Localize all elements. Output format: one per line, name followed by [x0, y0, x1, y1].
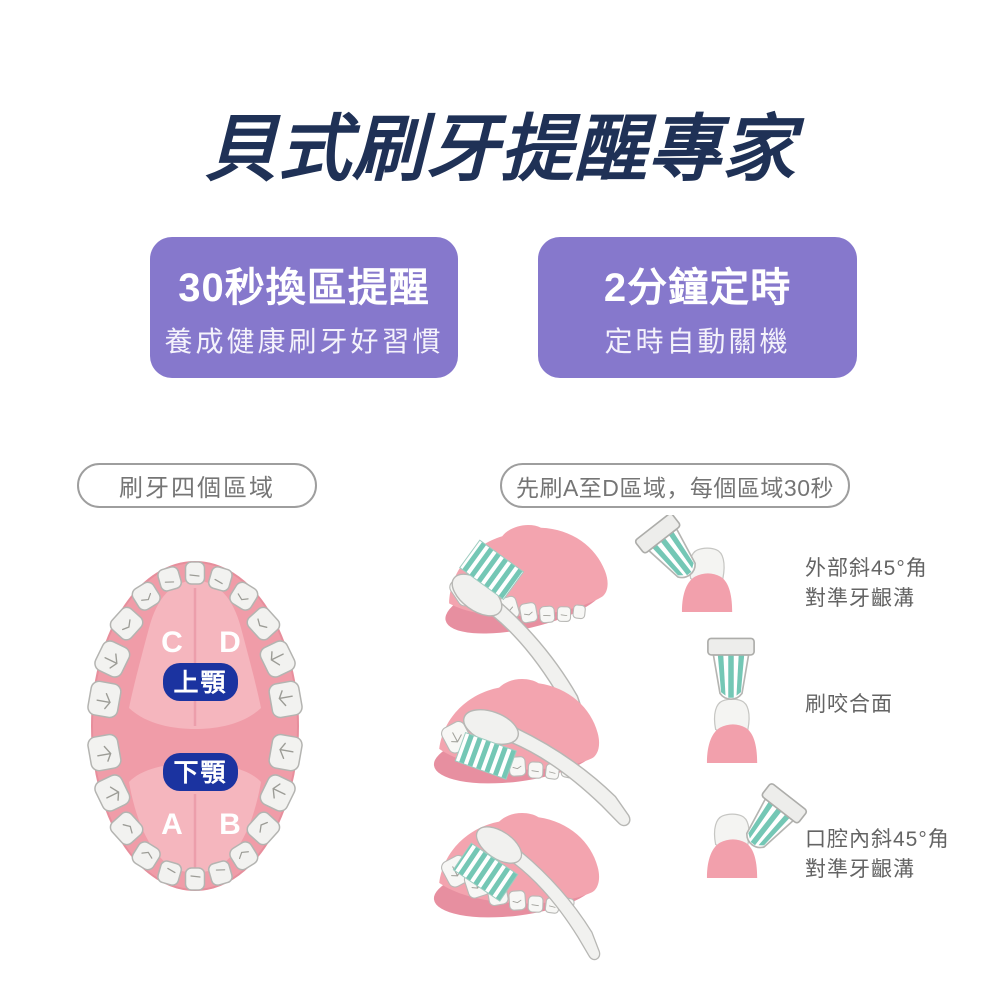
caption-line: 對準牙齦溝 — [805, 587, 915, 610]
zone-a-label: A — [161, 808, 183, 841]
step-3-illustration — [430, 781, 809, 963]
feature-card-title: 2分鐘定時 — [603, 266, 792, 310]
step-1-closeup — [633, 515, 733, 613]
feature-card-interval-reminder: 30秒換區提醒 養成健康刷牙好習慣 — [150, 237, 458, 378]
caption-line: 口腔內斜45°角 — [805, 828, 950, 851]
step-2-caption: 刷咬合面 — [805, 690, 893, 720]
step-1-illustration — [425, 515, 733, 730]
step-2-closeup — [706, 637, 758, 764]
step-3-closeup — [706, 781, 809, 879]
feature-card-subtitle: 定時自動關機 — [604, 326, 791, 357]
lower-jaw-badge-label: 下顎 — [173, 759, 227, 787]
brush-head-icon — [707, 637, 755, 700]
step-2-illustration — [430, 637, 758, 828]
caption-line: 外部斜45°角 — [805, 557, 928, 580]
upper-jaw-badge-label: 上顎 — [173, 669, 227, 697]
zone-c-label: C — [161, 626, 183, 659]
step-1-caption: 外部斜45°角 對準牙齦溝 — [805, 554, 928, 614]
upper-jaw-badge — [163, 663, 238, 701]
toothbrush — [452, 818, 628, 963]
feature-card-timer: 2分鐘定時 定時自動關機 — [538, 237, 857, 378]
feature-card-subtitle: 養成健康刷牙好習慣 — [164, 326, 444, 357]
caption-line: 刷咬合面 — [805, 693, 893, 716]
caption-line: 對準牙齦溝 — [805, 858, 915, 881]
page-title: 貝式刷牙提醒專家 — [204, 109, 796, 190]
section-label-brushing-zones: 刷牙四個區域 — [77, 463, 317, 508]
mouth-zones-diagram: C D 上顎 下顎 A B — [87, 561, 303, 891]
section-label-brushing-sequence: 先刷A至D區域，每個區域30秒 — [500, 463, 850, 508]
toothbrush — [447, 702, 650, 828]
lower-jaw-badge — [163, 753, 238, 791]
toothbrush — [425, 539, 619, 730]
step-3-caption: 口腔內斜45°角 對準牙齦溝 — [805, 825, 950, 885]
zone-b-label: B — [219, 808, 241, 841]
brushing-steps-illustrations — [425, 515, 809, 963]
zone-d-label: D — [219, 626, 241, 659]
teeth-ring — [87, 561, 303, 891]
feature-card-title: 30秒換區提醒 — [178, 266, 430, 310]
